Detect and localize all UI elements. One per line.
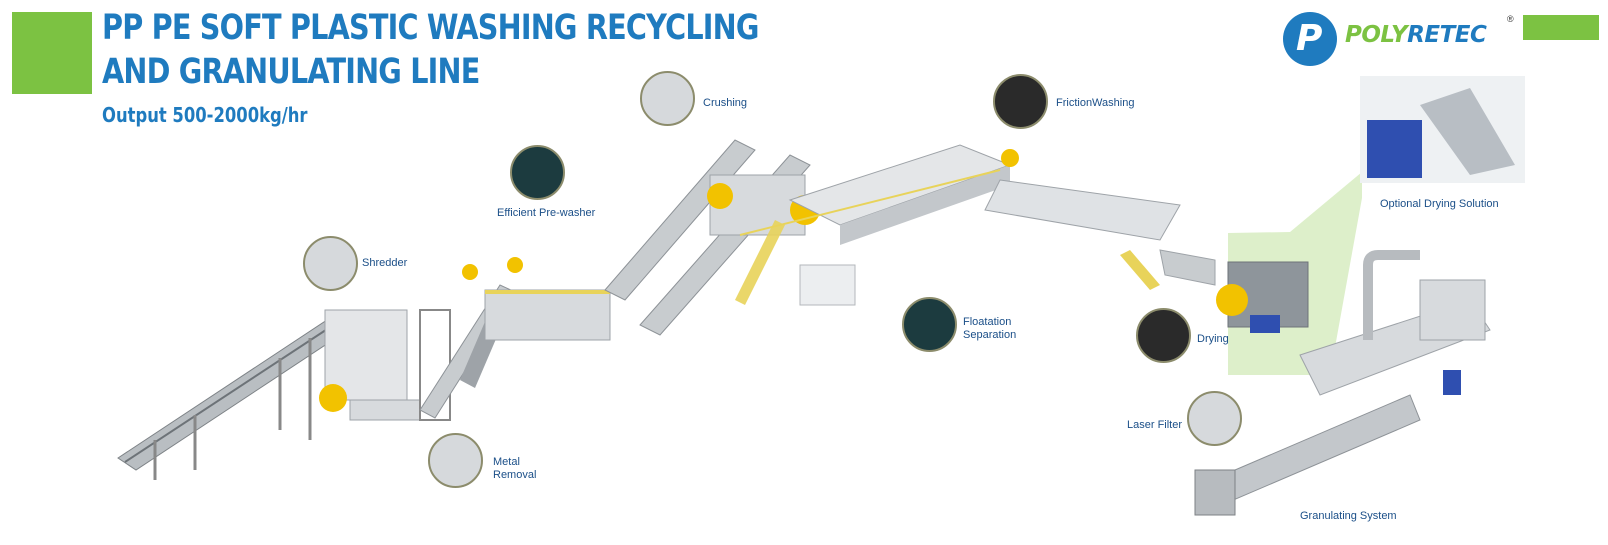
label-floatation-line2: Separation	[963, 329, 1017, 341]
label-metal-removal-line1: Metal	[493, 456, 520, 468]
optional-drying-conveyor	[1420, 88, 1515, 175]
pre-washer-tank	[484, 289, 611, 341]
label-drying: Drying	[1197, 333, 1229, 345]
friction-washing-thumbnail	[993, 74, 1048, 129]
label-friction-washing: FrictionWashing	[1056, 97, 1135, 109]
label-metal-removal-line2: Removal	[493, 469, 537, 481]
optional-drying-tank	[1367, 120, 1422, 178]
label-shredder: Shredder	[362, 257, 408, 269]
shredder-motor	[319, 384, 347, 412]
label-granulating-system: Granulating System	[1300, 510, 1397, 522]
logo-wordmark: POLYRETEC	[1345, 22, 1487, 48]
logo-mark-icon: P	[1283, 12, 1337, 66]
pneumatic-pipe	[1363, 250, 1420, 340]
laser-filter-thumbnail	[1187, 391, 1242, 446]
registered-mark: ®	[1507, 14, 1514, 24]
label-efficient-pre-washer: Efficient Pre-washer	[497, 207, 596, 219]
label-optional-drying-solution: Optional Drying Solution	[1380, 198, 1499, 210]
green-accent-block-right	[1523, 15, 1599, 40]
metal-removal-thumbnail	[428, 433, 483, 488]
green-accent-block-left	[12, 12, 92, 94]
friction-washing-tank	[984, 179, 1181, 241]
pre-washer-thumbnail	[510, 145, 565, 200]
floatation-thumbnail	[902, 297, 957, 352]
crushing-thumbnail	[640, 71, 695, 126]
dryer-motor	[1216, 284, 1248, 316]
pellet-silo	[1194, 469, 1236, 516]
inclined-belt-conveyor	[117, 317, 349, 471]
drying-thumbnail	[1136, 308, 1191, 363]
shredder-thumbnail	[303, 236, 358, 291]
polyretec-logo: P POLYRETEC ®	[1283, 12, 1523, 72]
access-stairs	[735, 220, 785, 305]
output-subtitle: Output 500-2000kg/hr	[102, 103, 308, 127]
label-laser-filter: Laser Filter	[1127, 419, 1183, 431]
page-title-line-1: PP PE SOFT PLASTIC WASHING RECYCLING	[102, 8, 759, 48]
silo-hopper	[1419, 279, 1486, 341]
label-floatation-line1: Floatation	[963, 316, 1012, 328]
label-crushing: Crushing	[703, 97, 748, 109]
page-title-line-2: AND GRANULATING LINE	[102, 52, 480, 92]
control-cabinet	[799, 264, 856, 306]
